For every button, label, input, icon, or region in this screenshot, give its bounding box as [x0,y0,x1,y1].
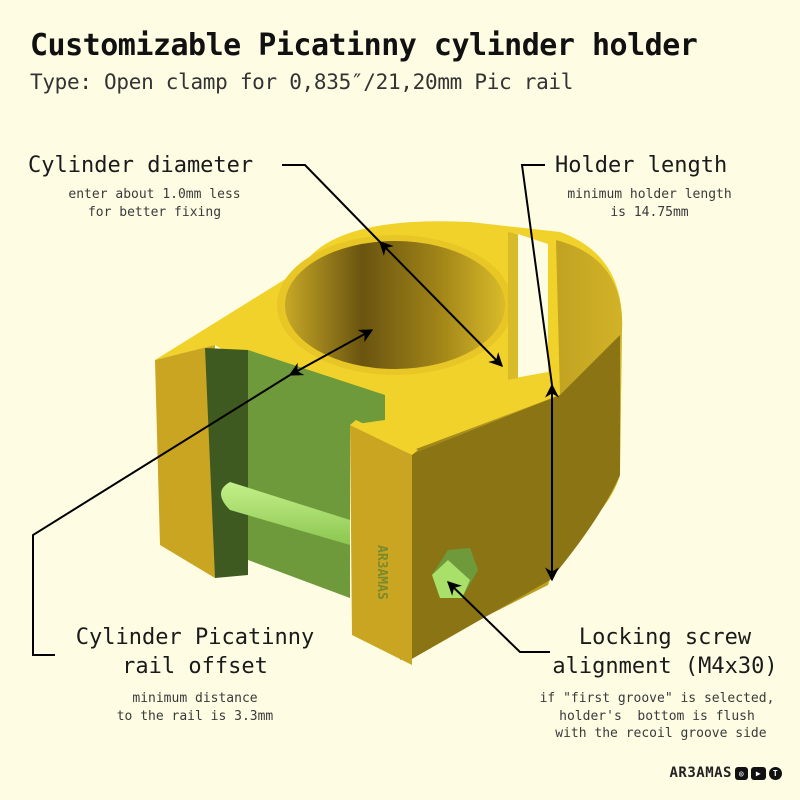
holder-length-note: minimum holder length is 14.75mm [567,187,732,220]
page-title: Customizable Picatinny cylinder holder [30,28,698,63]
holder-length-title: Holder length [555,153,728,178]
locking-screw-title: Locking screw alignment (M4x30) [530,624,800,681]
rail-offset-title-line1: Cylinder Picatinny [75,625,315,650]
rail-offset-title: Cylinder Picatinny rail offset [60,624,330,681]
locking-screw-note: if "first groove" is selected, holder's … [539,691,775,742]
rail-rod [221,482,350,545]
cylinder-diameter-note: enter about 1.0mm less for better fixing [68,187,241,220]
holder-front-post [350,425,412,665]
telegram-icon[interactable]: T [769,766,782,780]
rail-cut-dark [205,348,248,578]
locking-screw-title-line2: alignment (M4x30) [552,653,778,679]
rail-offset-title-line2: rail offset [122,653,268,679]
engraving-text: AR3AMAS [374,545,389,600]
brand-footer: AR3AMAS ◎ ▶ T [669,765,782,781]
instagram-icon[interactable]: ◎ [735,766,748,780]
leader-rail-offset [32,374,291,656]
holder-left-side [155,345,215,578]
rail-offset-note: minimum distance to the rail is 3.3mm [116,691,274,724]
rail-cut-light [248,350,385,598]
cylinder-diameter-title: Cylinder diameter [28,153,254,178]
locking-screw-title-line1: Locking screw [578,625,752,650]
cylinder-bore [285,241,505,369]
clamp-slot [515,233,548,378]
page-subtitle: Type: Open clamp for 0,835″/21,20mm Pic … [30,70,574,94]
leader-cylinder-diameter [282,164,381,243]
brand-name: AR3AMAS [669,765,732,781]
youtube-icon[interactable]: ▶ [751,766,766,780]
leader-locking-screw [446,581,550,653]
